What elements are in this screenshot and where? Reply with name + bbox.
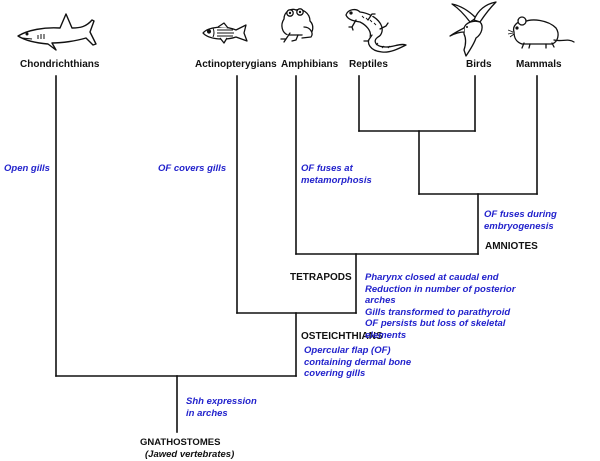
- taxon-label-chondrichthians: Chondrichthians: [20, 59, 100, 70]
- trait-line: Gills transformed to parathyroid: [365, 306, 511, 318]
- trait-line: Open gills: [4, 163, 50, 174]
- trait-line: OF fuses during: [484, 209, 557, 220]
- trait-line: containing dermal bone: [304, 356, 412, 368]
- taxon-label-amphibians: Amphibians: [281, 59, 339, 70]
- trait-line: OF persists but loss of skeletal: [365, 318, 506, 329]
- taxon-label-actinopterygians: Actinopterygians: [195, 59, 277, 70]
- trait-line: in arches: [186, 407, 228, 419]
- clade-label-amniotes: AMNIOTES: [485, 241, 538, 252]
- mouse-icon: [508, 16, 575, 49]
- trait-line: covering gills: [304, 368, 366, 379]
- lizard-icon: [345, 8, 407, 53]
- clade-label-osteichthians: OSTEICHTHIANS: [301, 331, 383, 342]
- trait-amniotes: OF fuses during embryogenesis: [484, 209, 557, 232]
- trait-tetrapods: Pharynx closed at caudal end Reduction i…: [365, 272, 515, 341]
- trait-line: OF fuses at: [301, 163, 353, 174]
- trait-line: elements: [365, 329, 407, 341]
- clade-label-gnathostomes: GNATHOSTOMES: [140, 437, 221, 448]
- fish-icon: [202, 22, 248, 44]
- hummingbird-icon: [449, 1, 497, 57]
- trait-osteichthians: Opercular flap (OF) containing dermal bo…: [304, 345, 411, 380]
- trait-line: Pharynx closed at caudal end: [365, 272, 499, 283]
- taxon-label-mammals: Mammals: [516, 59, 562, 70]
- trait-line: Shh expression: [186, 396, 257, 407]
- trait-chondrichthians: Open gills: [4, 163, 50, 175]
- trait-line: Reduction in number of posterior: [365, 283, 516, 295]
- taxon-label-birds: Birds: [466, 59, 492, 70]
- trait-line: arches: [365, 295, 396, 306]
- trait-line: Opercular flap (OF): [304, 345, 391, 356]
- trait-actinopterygians: OF covers gills: [158, 163, 226, 175]
- taxon-label-reptiles: Reptiles: [349, 59, 388, 70]
- trait-line: embryogenesis: [484, 220, 554, 232]
- trait-gnathostomes: Shh expression in arches: [186, 396, 257, 419]
- frog-icon: [280, 8, 314, 43]
- trait-line: OF covers gills: [158, 163, 227, 174]
- trait-line: metamorphosis: [301, 174, 372, 186]
- shark-icon: [17, 13, 97, 51]
- clade-label-tetrapods: TETRAPODS: [290, 272, 352, 283]
- clade-sublabel-jawed-vertebrates: (Jawed vertebrates): [145, 449, 235, 460]
- trait-amphibians: OF fuses at metamorphosis: [301, 163, 372, 186]
